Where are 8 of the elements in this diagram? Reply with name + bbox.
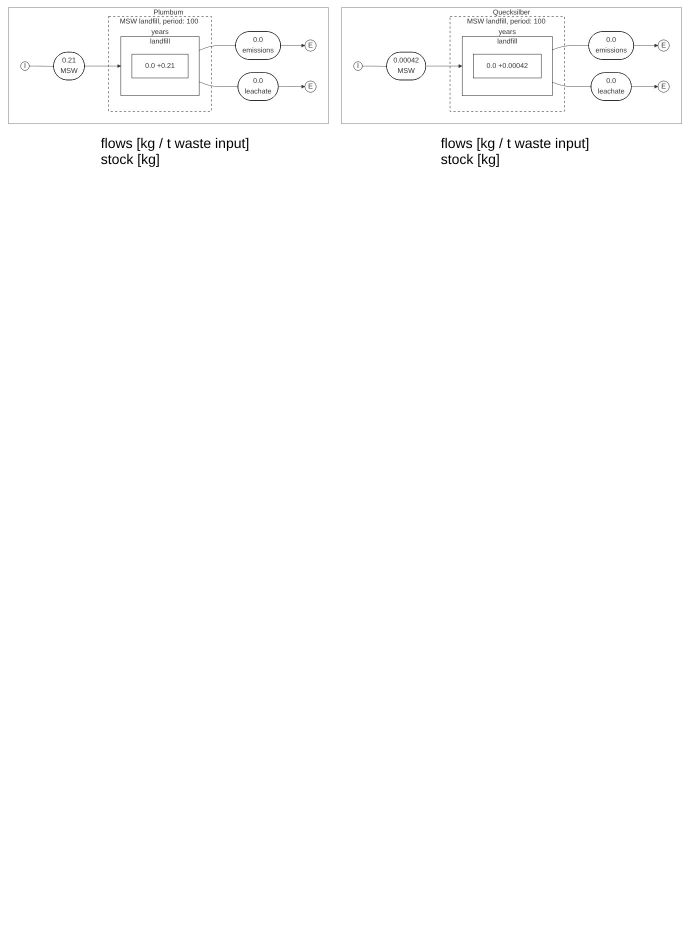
connector [198, 82, 238, 87]
connector [552, 82, 592, 87]
note-text: flows [kg / t waste input] [100, 135, 250, 152]
note-text: flows [kg / t waste input] [440, 135, 590, 152]
connector [552, 45, 589, 50]
connector [198, 45, 236, 51]
note-text: stock [kg] [100, 151, 161, 168]
note-text: stock [kg] [440, 151, 501, 168]
